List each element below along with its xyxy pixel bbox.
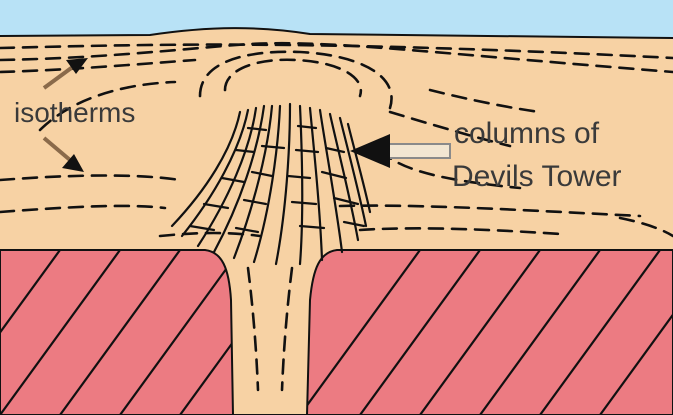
isotherms-label: isotherms xyxy=(14,97,135,128)
columns-label-line1: columns of xyxy=(454,117,600,150)
columns-label-line2: Devils Tower xyxy=(452,160,622,193)
